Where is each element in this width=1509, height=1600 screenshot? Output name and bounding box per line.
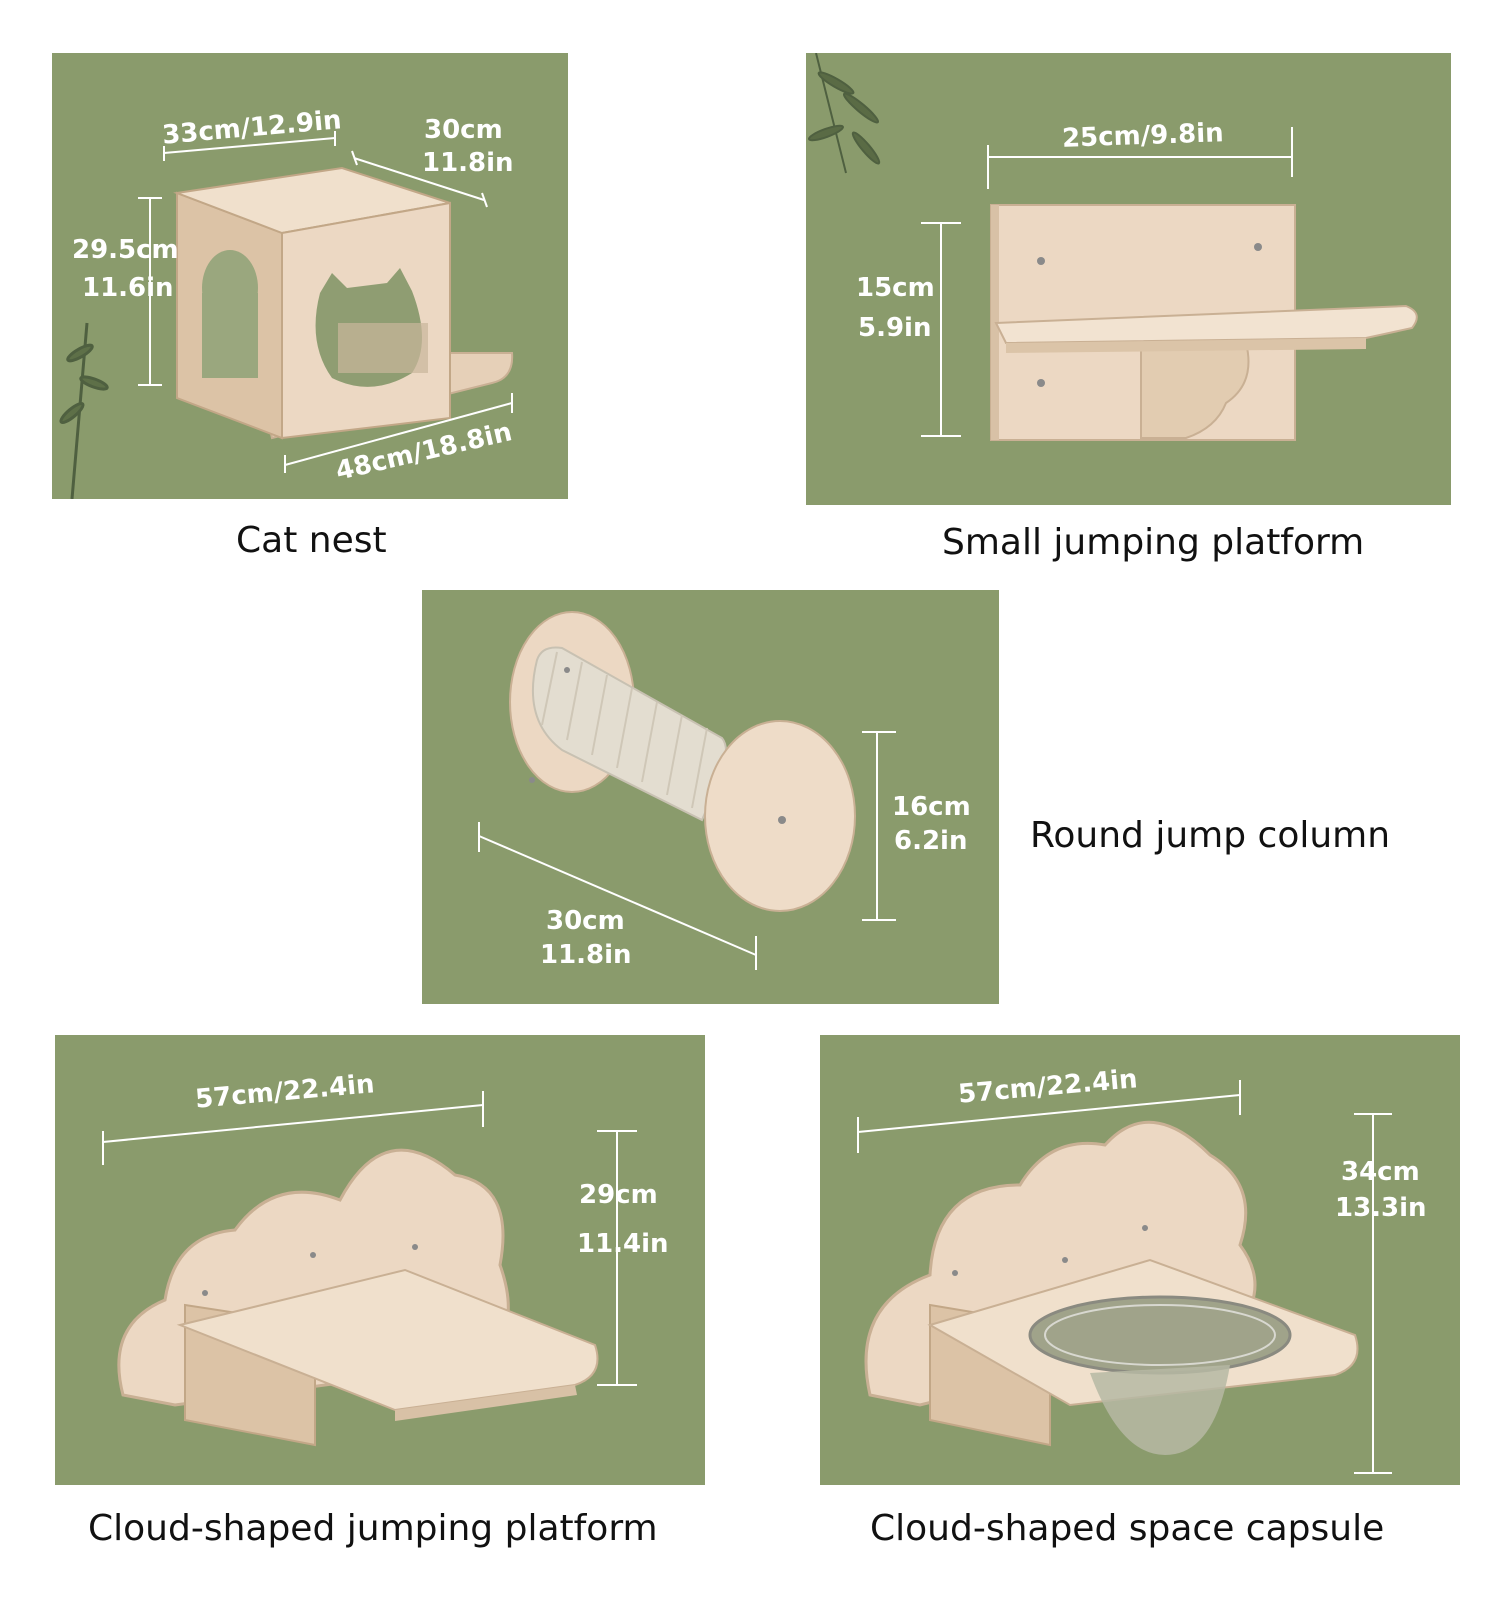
cat-nest-height-label-cm: 29.5cm <box>72 235 179 265</box>
cloud-capsule-panel: 57cm/22.4in 34cm 13.3in <box>820 1035 1460 1485</box>
jump-column-diameter-label-in: 6.2in <box>894 826 968 856</box>
cloud-platform-panel: 57cm/22.4in 29cm 11.4in <box>55 1035 705 1485</box>
cloud-capsule-caption: Cloud-shaped space capsule <box>870 1508 1385 1549</box>
jump-column-illustration <box>478 611 896 970</box>
cat-nest-panel: 33cm/12.9in 30cm 11.8in 29.5cm 11.6in 48… <box>52 53 568 499</box>
cloud-platform-caption: Cloud-shaped jumping platform <box>88 1508 658 1549</box>
small-platform-illustration <box>808 53 1418 441</box>
small-platform-panel: 25cm/9.8in 15cm 5.9in <box>806 53 1451 505</box>
jump-column-caption: Round jump column <box>1030 815 1391 856</box>
jump-column-length-label-in: 11.8in <box>540 940 632 970</box>
jump-column-length-label-cm: 30cm <box>546 906 625 936</box>
cloud-platform-height-label-cm: 29cm <box>579 1180 658 1210</box>
cat-nest-depth-label-in: 11.8in <box>422 148 514 178</box>
jump-column-diameter-label-cm: 16cm <box>892 792 971 822</box>
small-platform-height-label-in: 5.9in <box>858 313 932 343</box>
small-platform-caption: Small jumping platform <box>942 522 1365 563</box>
cloud-platform-illustration <box>102 1091 637 1447</box>
cat-nest-caption: Cat nest <box>236 520 387 561</box>
cat-nest-height-label-in: 11.6in <box>82 273 174 303</box>
cloud-capsule-illustration <box>857 1080 1392 1474</box>
cloud-platform-height-label-in: 11.4in <box>577 1229 669 1259</box>
jump-column-panel: 16cm 6.2in 30cm 11.8in <box>422 590 999 1004</box>
cat-nest-illustration <box>59 131 514 499</box>
small-platform-height-label-cm: 15cm <box>856 273 935 303</box>
cat-nest-depth-label-cm: 30cm <box>424 115 503 145</box>
cloud-capsule-height-label-cm: 34cm <box>1341 1157 1420 1187</box>
cloud-capsule-height-label-in: 13.3in <box>1335 1193 1427 1223</box>
small-platform-width-label: 25cm/9.8in <box>1061 118 1225 154</box>
